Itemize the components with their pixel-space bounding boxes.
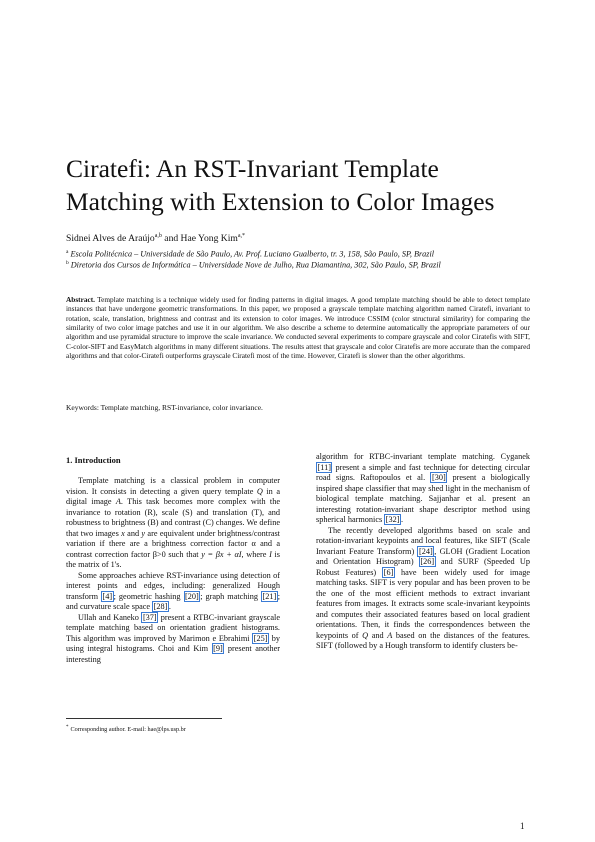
text-run: and SURF (Speeded Up Robust Features) xyxy=(316,557,530,577)
footnote-text: Corresponding author. E-mail: hae@lps.us… xyxy=(70,726,186,734)
footnote-divider xyxy=(66,718,222,719)
title-line-2: Matching with Extension to Color Images xyxy=(66,187,495,216)
paragraph: Ullah and Kaneko [37] present a RTBC-inv… xyxy=(66,611,281,666)
right-column: algorithm for RTBC-invariant template ma… xyxy=(316,452,530,652)
text-run: , GLOH (Gradient Location and Orientatio… xyxy=(316,546,530,567)
text-run: Some approaches achieve RST-invariance u… xyxy=(66,570,280,601)
citation-link[interactable]: [4] xyxy=(101,590,114,602)
citation-link[interactable]: [11] xyxy=(316,461,333,473)
citation-link[interactable]: [28] xyxy=(152,601,169,612)
citation-link[interactable]: [9] xyxy=(211,643,225,654)
paragraph: Template matching is a classical problem… xyxy=(66,476,280,571)
paragraph: The recently developed algorithms based … xyxy=(316,526,530,652)
abstract-label: Abstract. xyxy=(66,295,95,304)
text-run: Template matching is a classical problem… xyxy=(66,476,280,496)
footnote: *Corresponding author. E-mail: hae@lps.u… xyxy=(66,725,186,733)
footnote-mark: * xyxy=(66,725,69,730)
page-number: 1 xyxy=(520,821,525,831)
text-run: and xyxy=(368,630,388,640)
citation-link[interactable]: [30] xyxy=(430,472,448,483)
text-run: present a RTBC-invariant grayscale templ… xyxy=(66,612,280,643)
author-1: Sidnei Alves de Araújo xyxy=(66,233,155,245)
citation-link[interactable]: [24] xyxy=(417,545,435,557)
citation-link[interactable]: [25] xyxy=(252,632,270,644)
text-run: The recently developed algorithms based … xyxy=(316,525,530,556)
title-line-1: Ciratefi: An RST-Invariant Template xyxy=(66,154,439,183)
math-symbol: Q xyxy=(362,630,369,640)
text-run: by using integral histograms. Choi and K… xyxy=(66,633,281,654)
citation-link[interactable]: [6] xyxy=(382,566,395,578)
text-run: based on the distances of the features. … xyxy=(316,630,530,651)
author-list: Sidnei Alves de Araújoa,b and Hae Yong K… xyxy=(66,233,245,244)
text-run: Ullah and Kaneko xyxy=(78,612,142,622)
text-run: present a biologically inspired shape cl… xyxy=(316,473,530,524)
math-symbol: A xyxy=(387,630,393,640)
text-run: is the matrix of 1's. xyxy=(66,549,280,570)
math-symbol: I xyxy=(269,549,272,559)
text-run: ; graph matching xyxy=(200,591,261,601)
math-symbol: Q xyxy=(256,486,263,496)
citation-link[interactable]: [20] xyxy=(183,590,201,602)
text-run: ; geometric hashing xyxy=(113,591,184,601)
text-run: in a digital image xyxy=(66,486,280,507)
paper-title: Ciratefi: An RST-Invariant Template Matc… xyxy=(66,152,536,218)
text-run: , where xyxy=(241,549,270,559)
affiliation-mark: a xyxy=(66,249,69,255)
affiliation-text: Diretoria dos Cursos de Informática – Un… xyxy=(70,260,441,270)
math-symbol: A xyxy=(115,497,121,506)
math-symbol: y xyxy=(141,528,146,538)
section-heading: 1. Introduction xyxy=(66,455,121,465)
left-column: Template matching is a classical problem… xyxy=(66,476,280,665)
affiliation-mark: b xyxy=(66,260,69,266)
text-run: . xyxy=(401,515,404,524)
author-2: and Hae Yong Kim xyxy=(161,233,238,245)
text-run: present another interesting xyxy=(66,644,281,664)
paragraph: algorithm for RTBC-invariant template ma… xyxy=(316,452,530,526)
text-run: algorithm for RTBC-invariant template ma… xyxy=(316,452,530,461)
abstract: Abstract. Template matching is a techniq… xyxy=(66,295,530,360)
citation-link[interactable]: [32] xyxy=(384,514,402,525)
author-1-affiliation-mark: a,b xyxy=(154,233,162,239)
math-symbol: x xyxy=(121,528,125,538)
text-run: . This task becomes more complex with th… xyxy=(66,497,280,538)
text-run: ; and curvature scale space xyxy=(66,591,280,612)
text-run: . xyxy=(168,602,171,611)
equation: y = βx + αI xyxy=(201,549,242,559)
citation-link[interactable]: [26] xyxy=(418,556,436,567)
text-run: and xyxy=(124,528,142,538)
paragraph: Some approaches achieve RST-invariance u… xyxy=(66,571,280,613)
citation-link[interactable]: [21] xyxy=(260,590,278,602)
author-2-affiliation-mark: a,* xyxy=(237,233,246,239)
affiliation-text: Escola Politécnica – Universidade de São… xyxy=(70,249,435,259)
keywords: Keywords: Template matching, RST-invaria… xyxy=(66,403,263,412)
text-run: present a simple and fast technique for … xyxy=(316,462,530,483)
text-run: have been widely used for image matching… xyxy=(316,567,530,640)
citation-link[interactable]: [37] xyxy=(141,611,159,623)
text-run: are equivalent under brightness/contrast… xyxy=(66,528,280,559)
abstract-text: Template matching is a technique widely … xyxy=(66,295,530,361)
